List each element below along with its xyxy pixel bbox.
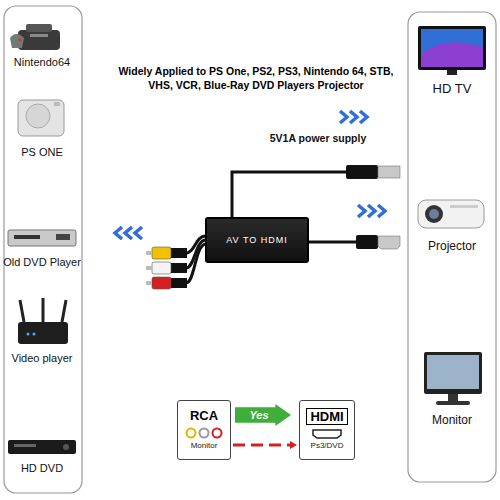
display-label: Projector <box>428 240 476 254</box>
red-arrow <box>233 444 290 447</box>
heading: Widely Applied to PS One, PS2, PS3, Nint… <box>110 64 402 92</box>
box-note: Monitor <box>191 441 218 450</box>
rca-icon <box>184 427 224 439</box>
input-box: RCA Monitor <box>177 400 231 460</box>
hdmi-port-icon <box>312 429 342 439</box>
output-box: HDMI Ps3/DVD <box>299 400 355 460</box>
device-label: Old DVD Player <box>3 256 81 269</box>
box-title: RCA <box>190 408 218 423</box>
box-note: Ps3/DVD <box>311 441 344 450</box>
yes-arrow: Yes <box>235 404 291 426</box>
box-title: Yes <box>249 409 268 421</box>
device-label: HD DVD <box>21 462 63 475</box>
box-title: HDMI <box>306 408 347 425</box>
power-label: 5V1A power supply <box>270 132 366 144</box>
converter-box: AV TO HDMI <box>205 217 309 263</box>
box-title: AV TO HDMI <box>226 235 288 245</box>
device-label: Nintendo64 <box>14 56 70 69</box>
device-label: Video player <box>12 352 73 365</box>
display-label: Monitor <box>432 414 472 428</box>
device-label: PS ONE <box>21 146 63 159</box>
display-label: HD TV <box>433 82 472 97</box>
arrow-head <box>290 441 297 449</box>
